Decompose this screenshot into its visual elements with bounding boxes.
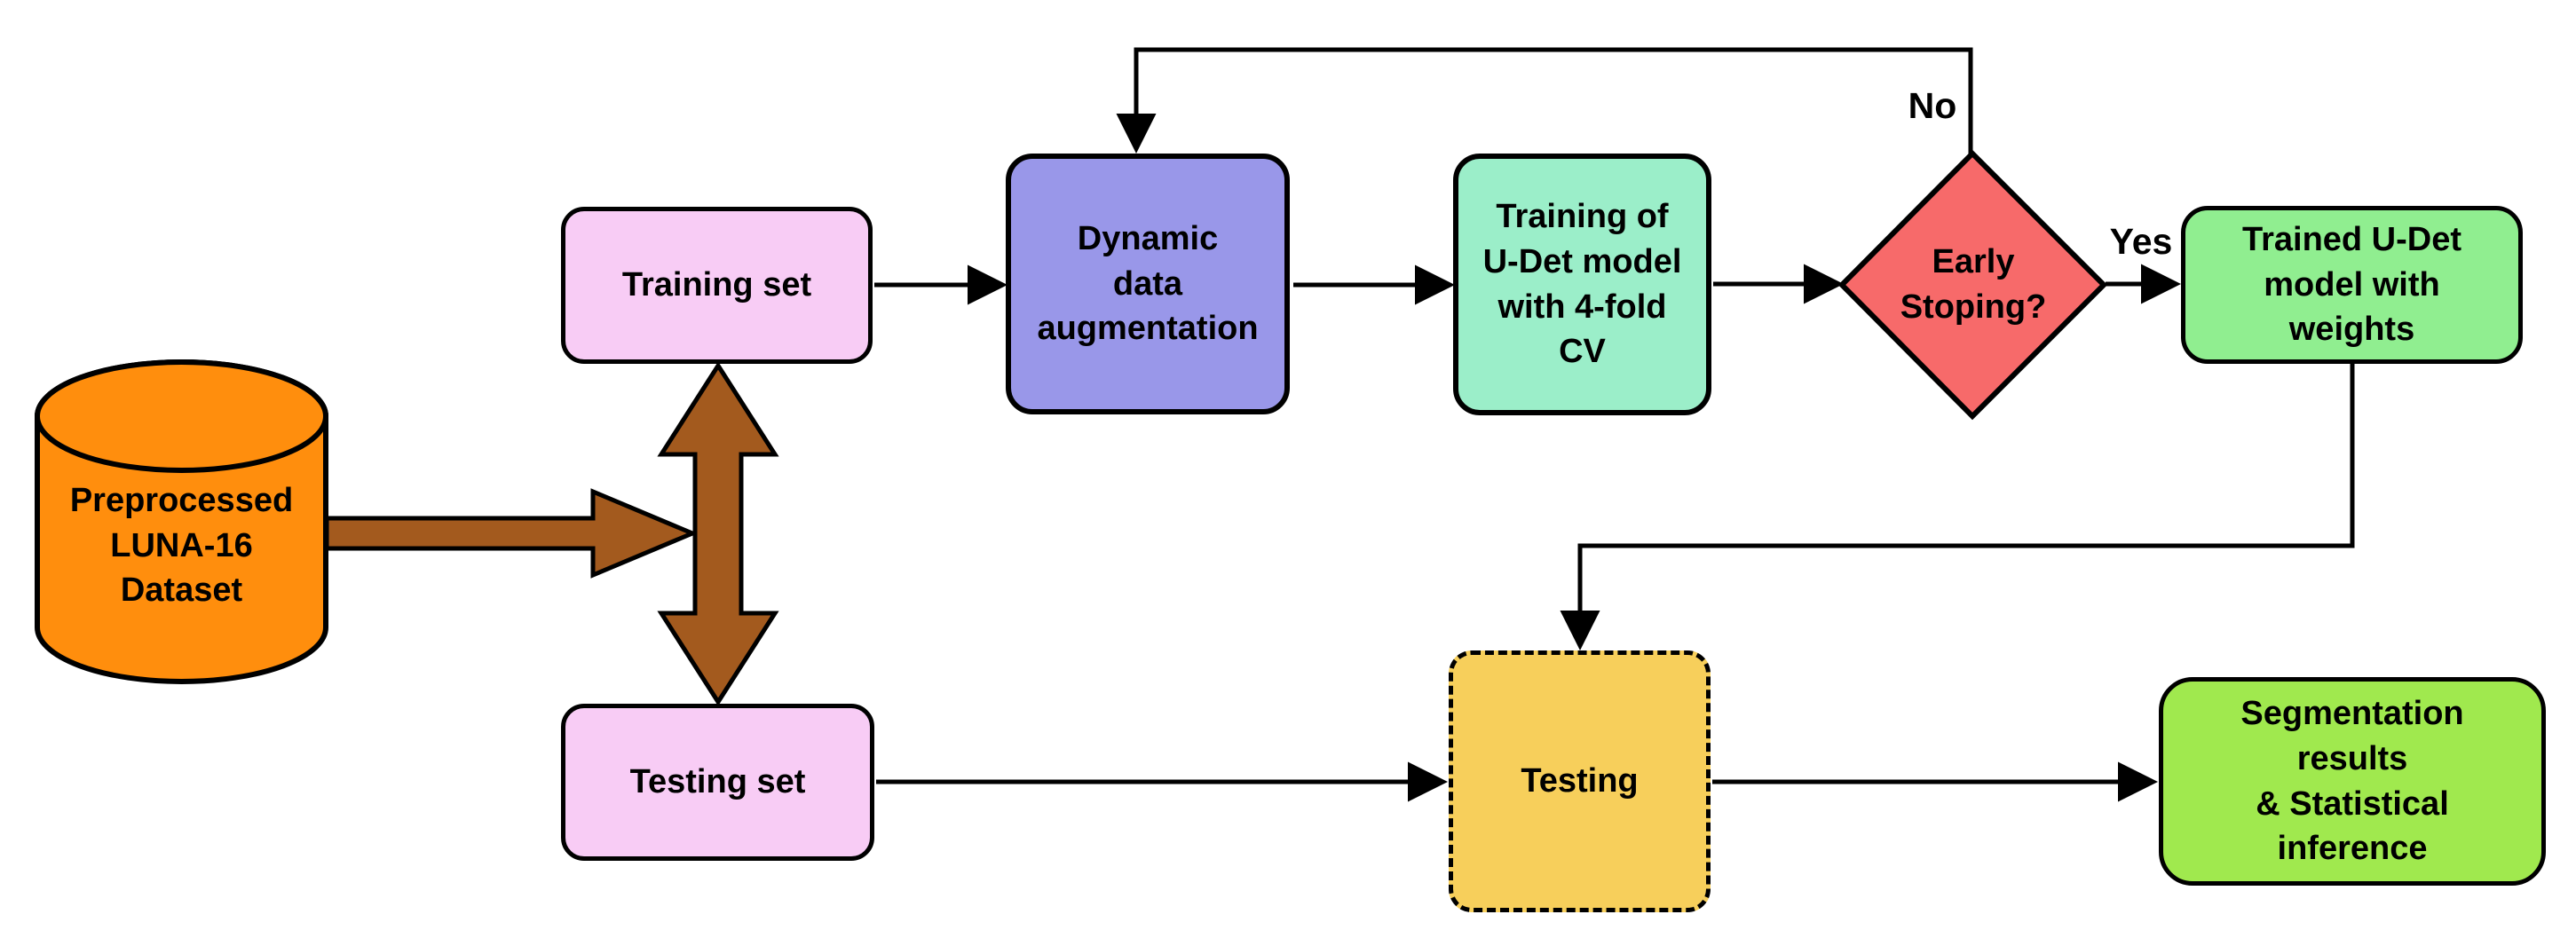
node-dataset-label: Preprocessed LUNA-16 Dataset <box>69 481 294 610</box>
dataset-split-arrow <box>324 488 699 579</box>
node-training-udet-model: Training of U-Det model with 4-fold CV <box>1453 154 1711 415</box>
edge-label-no: No <box>1908 84 1957 126</box>
node-early-stopping-label: Early Stoping? <box>1900 243 2047 326</box>
train-test-double-arrow <box>657 361 779 706</box>
node-testing-set-label: Testing set <box>629 763 806 801</box>
node-dynamic-data-augmentation: Dynamic data augmentation <box>1006 154 1290 414</box>
node-training-udet-model-label: Training of U-Det model with 4-fold CV <box>1482 197 1682 371</box>
node-segmentation-results-label: Segmentation results & Statistical infer… <box>2240 694 2464 868</box>
edge-label-yes: Yes <box>2109 220 2173 262</box>
dataset-cylinder-top <box>35 359 328 473</box>
node-testing-label: Testing <box>1521 762 1639 800</box>
edge-no-feedback-loop <box>1116 47 1973 154</box>
node-trained-udet-model-label: Trained U-Det model with weights <box>2241 220 2462 349</box>
node-dynamic-data-augmentation-label: Dynamic data augmentation <box>1037 219 1259 348</box>
edge-trainedmodel-to-testing <box>1560 364 2355 650</box>
early-stopping-diamond <box>1837 149 2108 421</box>
node-testing: Testing <box>1449 650 1711 912</box>
node-training-set: Training set <box>561 207 873 364</box>
node-training-set-label: Training set <box>621 266 812 304</box>
node-segmentation-results: Segmentation results & Statistical infer… <box>2159 677 2546 886</box>
node-testing-set: Testing set <box>561 704 874 861</box>
node-trained-udet-model: Trained U-Det model with weights <box>2181 206 2523 364</box>
